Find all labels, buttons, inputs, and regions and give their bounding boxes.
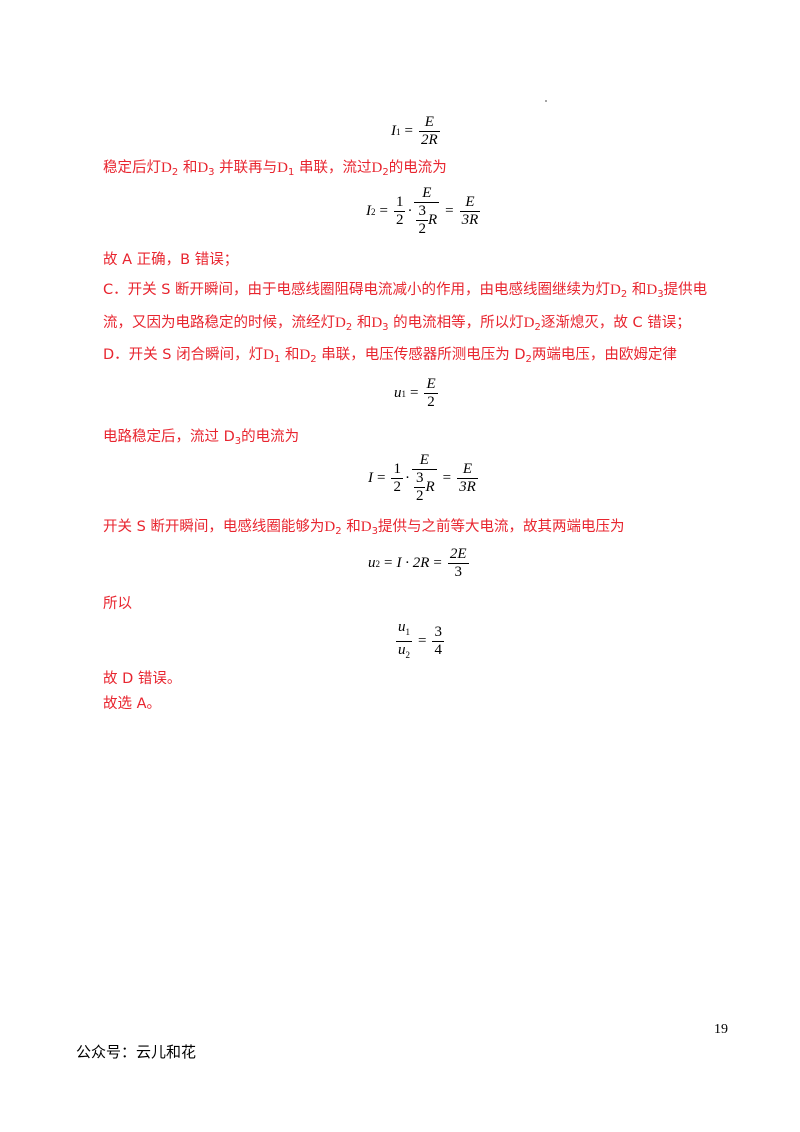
text-line-4: 流，又因为电路稳定的时候，流经灯D2 和D3 的电流相等，所以灯D2逐渐熄灭，故… — [103, 315, 691, 333]
text-line-3: C．开关 S 断开瞬间，由于电感线圈阻碍电流减小的作用，由电感线圈继续为灯D2 … — [103, 282, 708, 300]
text-line-1: 稳定后灯D2 和D3 并联再与D1 串联，流过D2的电流为 — [103, 160, 447, 178]
text-line-2: 故 A 正确，B 错误； — [103, 252, 239, 268]
text-line-6: 电路稳定后，流过 D3的电流为 — [103, 429, 300, 447]
footer-wechat: 公众号：云儿和花 — [76, 1043, 197, 1061]
text-line-10: 故选 A。 — [103, 696, 162, 712]
fraction: E 2R — [418, 114, 440, 148]
text-line-8: 所以 — [103, 596, 132, 612]
text-line-9: 故 D 错误。 — [103, 671, 182, 687]
text-line-7: 开关 S 断开瞬间，电感线圈能够为D2 和D3提供与之前等大电流，故其两端电压为 — [103, 519, 625, 537]
text-line-5: D．开关 S 闭合瞬间，灯D1 和D2 串联，电压传感器所测电压为 D2两端电压… — [103, 347, 677, 365]
page-number: 19 — [714, 1022, 728, 1037]
stray-mark — [545, 100, 547, 102]
